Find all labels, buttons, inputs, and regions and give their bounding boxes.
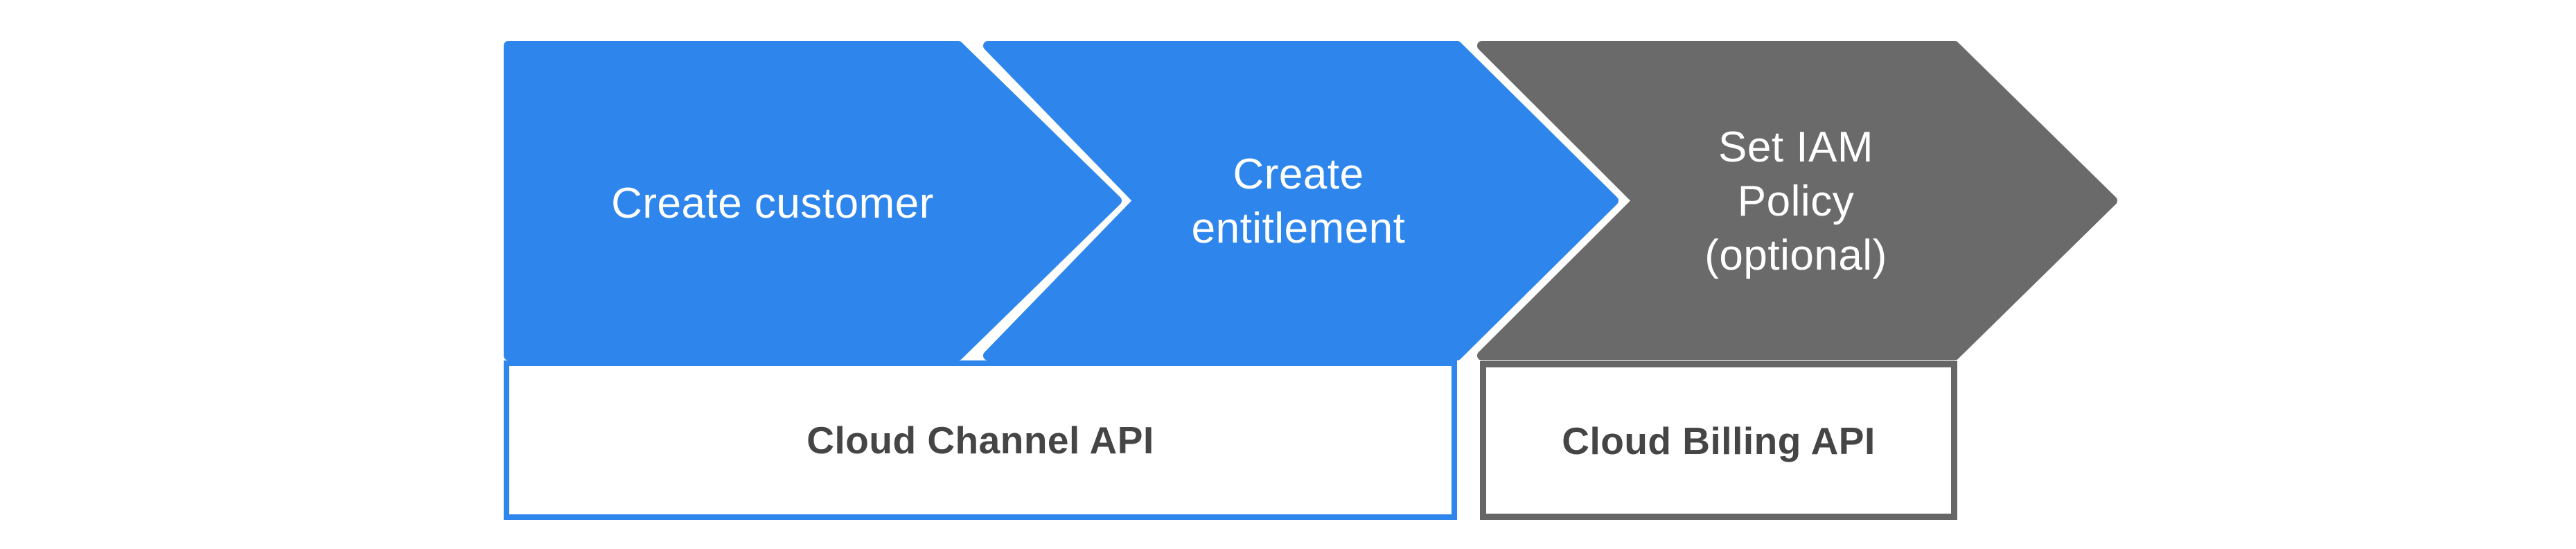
api-box-cloud-billing-label: Cloud Billing API	[1562, 419, 1876, 462]
api-box-cloud-channel: Cloud Channel API	[504, 360, 1457, 520]
chevron-create-entitlement-shape	[983, 41, 1618, 360]
arrow-label-create-entitlement: Create entitlement	[1191, 150, 1406, 252]
api-box-cloud-channel-label: Cloud Channel API	[806, 419, 1154, 462]
chevron-set-iam-policy-shape	[1477, 41, 2117, 360]
arrow-label-set-iam-policy: Set IAM Policy (optional)	[1704, 123, 1887, 279]
api-box-cloud-billing: Cloud Billing API	[1480, 361, 1957, 520]
chevron-create-customer-shape	[504, 41, 1122, 360]
arrow-label-create-customer: Create customer	[611, 180, 934, 227]
